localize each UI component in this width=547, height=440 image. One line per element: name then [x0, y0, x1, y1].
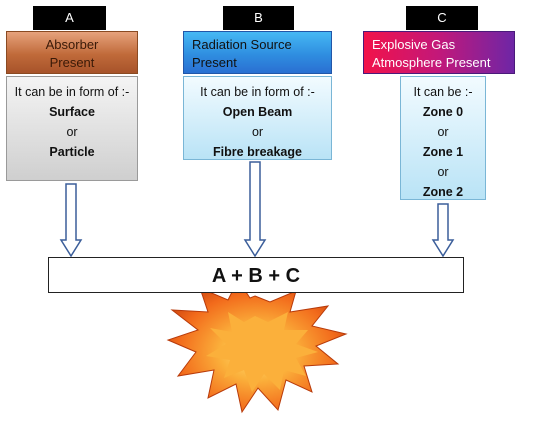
header-absorber-line2: Present [49, 55, 95, 70]
panel-radiation-source: It can be in form of :- Open Beam or Fib… [183, 76, 332, 160]
panel-gas-item-2: or [437, 125, 449, 139]
panel-explosive-gas: It can be :- Zone 0 or Zone 1 or Zone 2 [400, 76, 486, 200]
panel-absorber-item-2: or [66, 125, 78, 139]
panel-radiation-item-2: or [251, 125, 264, 139]
tab-a: A [33, 6, 106, 30]
formula-bar: A + B + C [48, 257, 464, 293]
header-absorber: Absorber Present [6, 31, 138, 74]
header-radiation-line2: Present [192, 55, 237, 70]
tab-b: B [223, 6, 294, 30]
panel-absorber-intro: It can be in form of :- [14, 85, 130, 99]
panel-gas-intro: It can be :- [413, 85, 473, 99]
panel-absorber: It can be in form of :- Surface or Parti… [6, 76, 138, 181]
panel-gas-item-5: Zone 2 [422, 185, 464, 199]
panel-gas-item-1: Zone 0 [422, 105, 464, 119]
panel-radiation-item-3: Fibre breakage [213, 145, 302, 159]
tab-c: C [406, 6, 478, 30]
header-gas-line2: Atmosphere Present [372, 55, 491, 70]
panel-gas-item-3: Zone 1 [422, 145, 464, 159]
panel-radiation-item-1: Open Beam [222, 105, 293, 119]
header-radiation-line1: Radiation Source [192, 37, 292, 52]
down-arrow-icon [243, 161, 267, 258]
header-radiation-source: Radiation Source Present [183, 31, 332, 74]
header-absorber-line1: Absorber [45, 37, 99, 52]
down-arrow-icon [431, 203, 455, 258]
header-gas-line1: Explosive Gas [372, 37, 456, 52]
panel-gas-item-4: or [437, 165, 449, 179]
explosion-icon [166, 279, 348, 414]
header-explosive-gas: Explosive Gas Atmosphere Present [363, 31, 515, 74]
formula-text: A + B + C [211, 265, 301, 287]
panel-absorber-item-3: Particle [49, 145, 95, 159]
down-arrow-icon [59, 183, 83, 258]
panel-radiation-intro: It can be in form of :- [200, 85, 315, 99]
panel-absorber-item-1: Surface [49, 105, 95, 119]
